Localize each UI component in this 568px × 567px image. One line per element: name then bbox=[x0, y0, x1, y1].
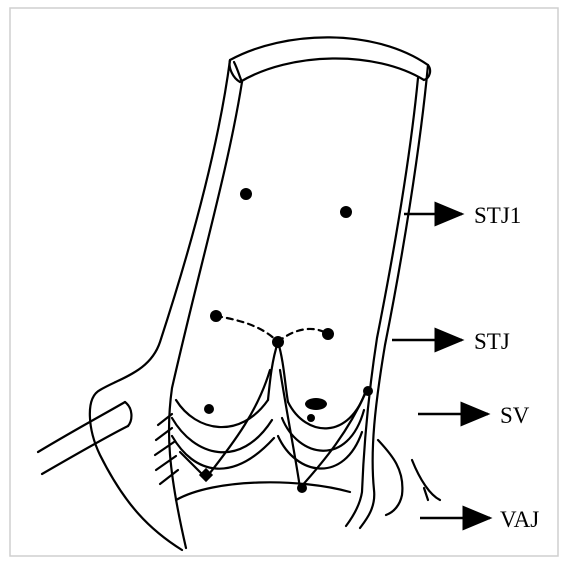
point-stj1-left bbox=[240, 188, 252, 200]
point-stj-commissure bbox=[272, 336, 284, 348]
point-vaj-right bbox=[297, 483, 307, 493]
point-stj1-right bbox=[340, 206, 352, 218]
point-sv-left bbox=[204, 404, 214, 414]
point-stj-right bbox=[322, 328, 334, 340]
point-stj-left bbox=[210, 310, 222, 322]
figure-border bbox=[10, 8, 558, 556]
point-sv-blob bbox=[305, 398, 327, 410]
label-stj1: STJ1 bbox=[474, 203, 521, 228]
point-sv-right bbox=[363, 386, 373, 396]
point-sv-small bbox=[307, 414, 315, 422]
label-vaj: VAJ bbox=[500, 507, 539, 532]
label-stj: STJ bbox=[474, 329, 510, 354]
label-sv: SV bbox=[500, 403, 530, 428]
